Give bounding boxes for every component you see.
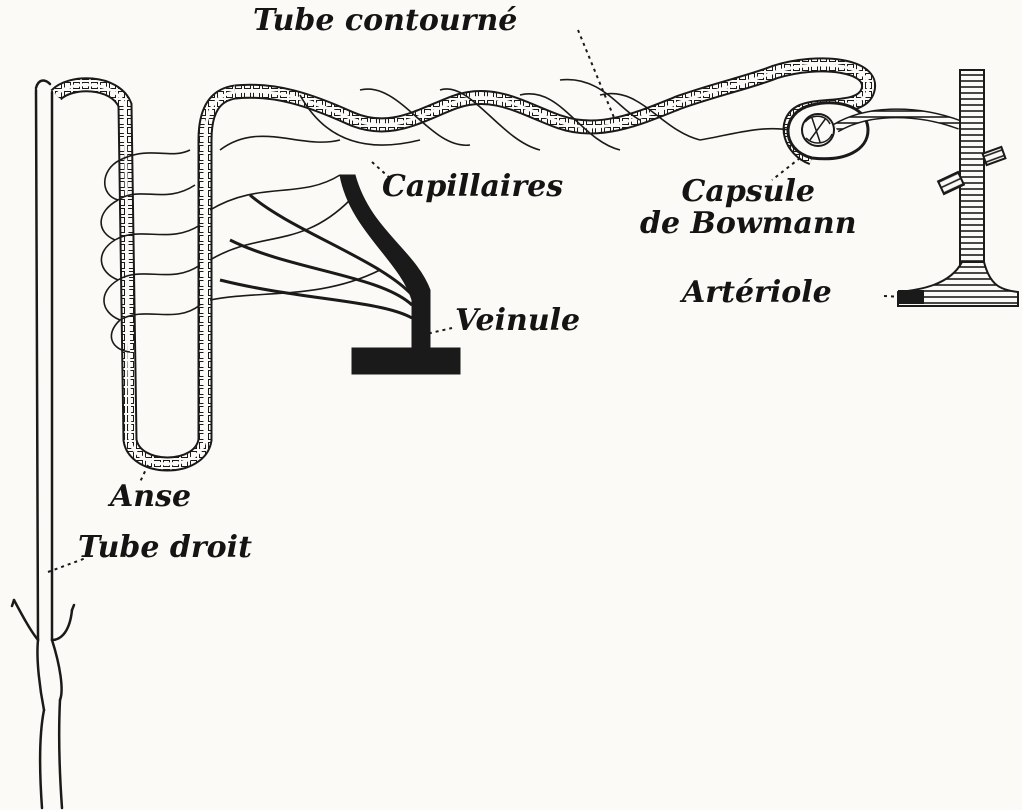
label-tube-droit: Tube droit xyxy=(78,533,252,563)
label-tube-contourne: Tube contourné xyxy=(253,6,517,36)
label-capillaires: Capillaires xyxy=(382,172,563,202)
label-capsule-line1: Capsule xyxy=(640,176,857,208)
leader-tube-contourne xyxy=(578,30,615,120)
convoluted-tubule xyxy=(235,65,869,158)
label-anse: Anse xyxy=(110,482,191,512)
bowmans-capsule xyxy=(788,103,868,159)
venule xyxy=(220,175,460,374)
label-veinule: Veinule xyxy=(455,306,580,336)
collecting-duct xyxy=(12,81,74,808)
label-capsule-de-bowmann: Capsule de Bowmann xyxy=(640,176,857,241)
label-arteriole: Artériole xyxy=(682,278,832,308)
label-capsule-line2: de Bowmann xyxy=(640,208,857,240)
